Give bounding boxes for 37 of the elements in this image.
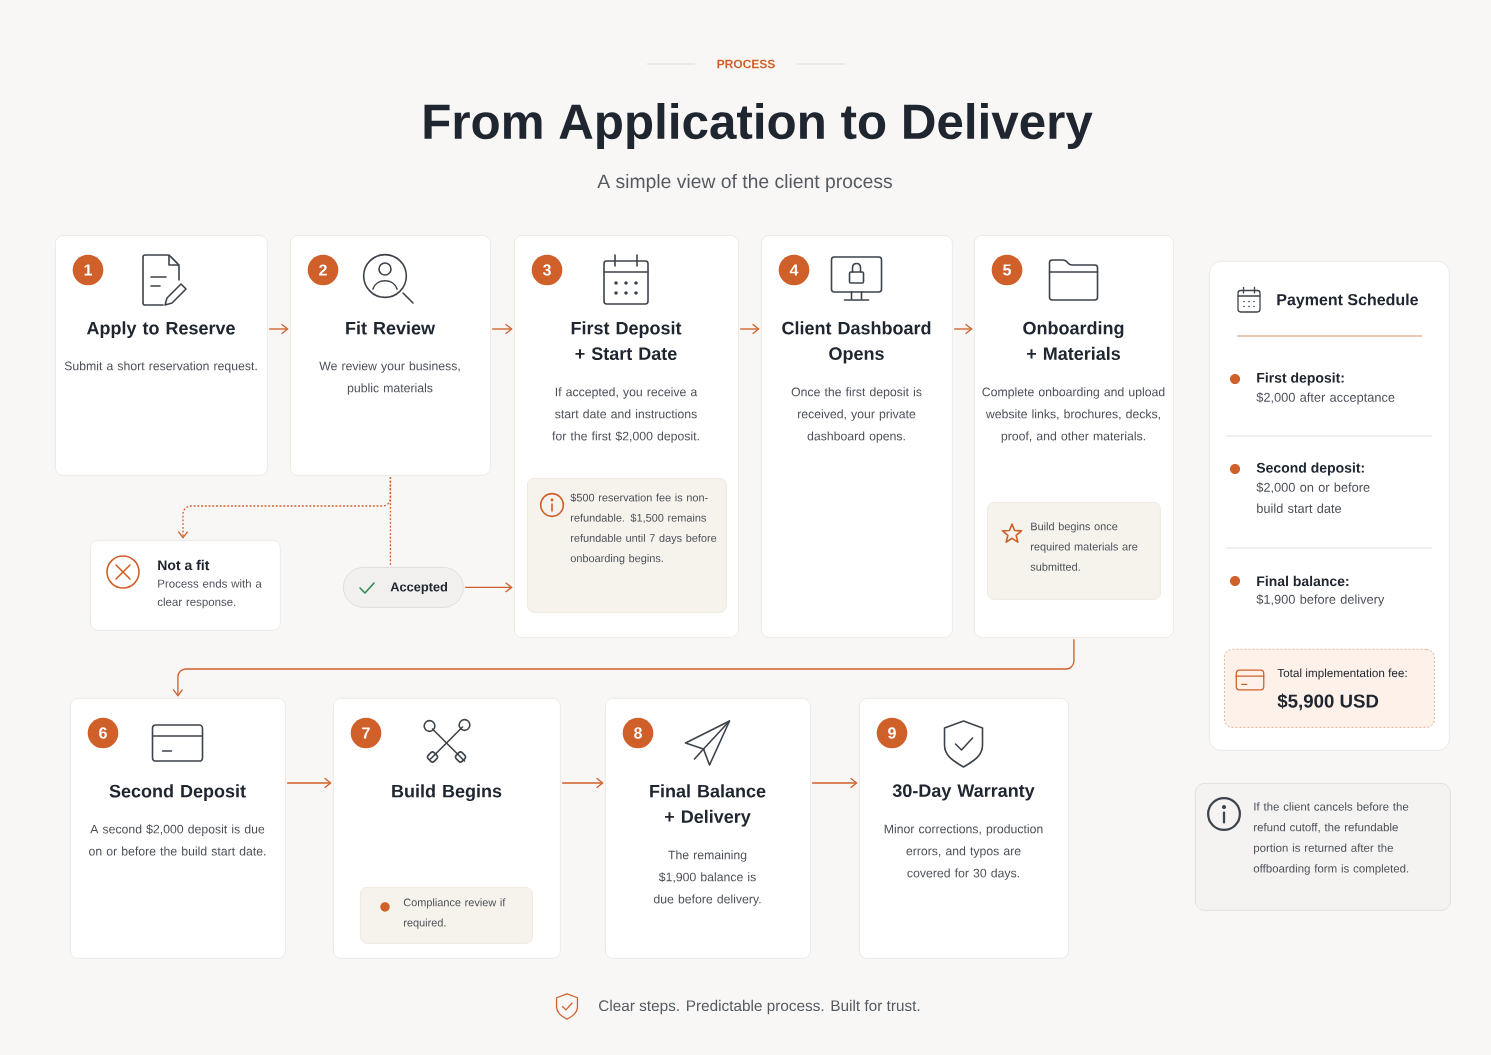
arrow [491,323,513,335]
title: From Application to Delivery [424,103,1093,149]
arrow [811,777,858,789]
note-box: $500 reservation fee is non-refundable. $1,500 remains refundable until 7 days before onboarding begins. [527,478,727,613]
footer-tagline: Clear steps. Predictable process. Built for trust. [599,999,920,1015]
step-number-badge: 7 [350,717,382,749]
arrow [286,777,332,789]
arrow [953,323,973,335]
step-number-badge: 3 [531,254,563,286]
node-label: $2,000 after acceptance [1256,392,1395,405]
connector-line [389,476,392,567]
step-number-badge: 1 [72,254,104,286]
arrow [172,638,1075,697]
step-number-badge: 4 [778,254,810,286]
info-note: If the client cancels before the refund cutoff, the refundable portion is returned after the offboarding form is completed. [1195,783,1451,911]
step-number-badge: 5 [991,254,1023,286]
node-label: Payment Schedule [1277,293,1418,309]
node-label: Final balance: [1257,575,1349,587]
note-box: Compliance review if required. [360,887,533,944]
node-label: $2,000 on or before build start date [1256,482,1370,513]
arrow [464,582,513,593]
node-label: First deposit: [1257,372,1344,386]
node-label: Second deposit: [1256,462,1364,476]
outcome-card: Not a fit Process ends with a clear response. [90,540,281,631]
step-number-badge: 8 [622,717,654,749]
node-label: $1,900 before delivery [1256,594,1385,607]
note-box: Build begins once required materials are submitted. [987,502,1161,600]
subtitle: A simple view of the client process [597,174,892,192]
arrow [268,323,289,335]
status-pill: Accepted [343,567,464,608]
arrow [739,323,760,335]
arrow [561,777,604,789]
step-number-badge: 2 [307,254,339,286]
step-number-badge: 9 [876,717,908,749]
step-number-badge: 6 [87,717,119,749]
total-fee-box: Total implementation fee: $5,900 USD [1224,649,1435,728]
eyebrow-heading: PROCESS [717,59,775,69]
